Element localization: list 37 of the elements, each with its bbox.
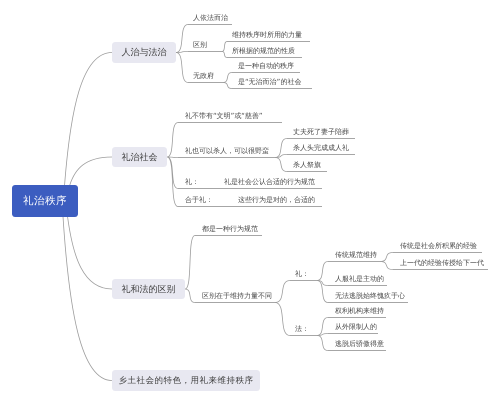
connector-line	[316, 261, 328, 281]
connector-line	[222, 41, 228, 52]
connector-line	[166, 156, 178, 207]
topic-box: 礼治社会	[112, 147, 167, 167]
connector-line	[274, 280, 290, 303]
connector-line	[380, 261, 394, 270]
topic-box: 乡土社会的特色，用礼来维持秩序	[112, 370, 260, 391]
connector-line	[316, 335, 328, 351]
connector-line	[176, 51, 188, 53]
connector-line	[316, 317, 328, 336]
central-topic-box: 礼治秩序	[12, 185, 78, 217]
underlined-topic	[178, 196, 322, 207]
connector-line	[222, 72, 232, 83]
connector-line	[274, 302, 290, 336]
topic-box: 人治与法治	[112, 42, 176, 63]
connector-line	[274, 157, 288, 172]
connector-line	[316, 333, 328, 336]
underlined-topic	[178, 178, 322, 189]
connector-line	[69, 156, 112, 186]
connector-line	[166, 122, 178, 158]
connector-line	[222, 82, 232, 89]
connector-line	[380, 252, 394, 262]
connector-line	[62, 216, 112, 381]
connector-line	[176, 24, 188, 53]
connector-line	[184, 235, 196, 290]
connector-line	[176, 52, 188, 83]
connector-line	[316, 280, 328, 286]
connector-line	[316, 280, 328, 303]
connector-line	[222, 51, 228, 58]
connector-line	[64, 52, 112, 186]
connector-line	[166, 156, 178, 158]
connector-line	[166, 156, 178, 189]
connector-line	[184, 288, 196, 303]
connector-line	[274, 154, 288, 158]
connector-line	[67, 216, 112, 290]
topic-box: 礼和法的区别	[112, 279, 185, 299]
connector-line	[274, 138, 288, 158]
